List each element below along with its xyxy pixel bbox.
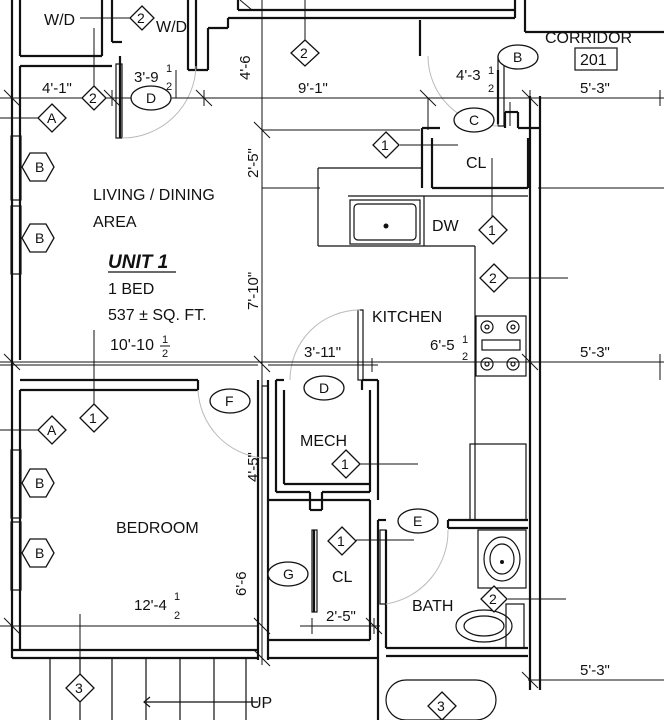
svg-text:2: 2	[137, 10, 145, 26]
dimension-lines	[0, 0, 664, 690]
room-label-wd-left: W/D	[44, 12, 75, 29]
dim-2-5-upper: 2'-5"	[245, 148, 262, 178]
corridor-number: 201	[580, 52, 607, 69]
dim-3-9: 3'-9	[134, 69, 159, 86]
unit-beds: 1 BED	[108, 281, 154, 298]
tag-diamond-kitchen-1: 1	[372, 131, 400, 159]
dim-4-3: 4'-3	[456, 67, 481, 84]
svg-text:E: E	[413, 513, 422, 529]
dim-12-4-num: 1	[174, 591, 180, 603]
tag-hex-b-4: B	[21, 538, 55, 568]
dim-3-11: 3'-11"	[304, 344, 341, 361]
svg-text:1: 1	[488, 222, 496, 238]
tag-diamond-a-lower: A	[37, 415, 67, 445]
tag-diamond-a-upper: A	[37, 103, 67, 133]
tag-door-g: G	[267, 561, 309, 587]
tag-diamond-stove: 2	[479, 263, 509, 293]
tag-door-d-upper: D	[130, 85, 172, 111]
tag-diamond-mech: 1	[331, 449, 361, 479]
svg-text:B: B	[513, 49, 522, 65]
room-label-mech: MECH	[300, 433, 347, 450]
room-label-cl-upper: CL	[466, 155, 487, 172]
tag-diamond-top-1: 2	[81, 85, 107, 111]
dim-12-4: 12'-4	[134, 597, 167, 614]
tag-door-c: C	[453, 107, 495, 133]
tag-hex-b-3: B	[21, 468, 55, 498]
dim-3-9-num: 1	[166, 63, 172, 75]
dim-2-5-lower: 2'-5"	[326, 608, 356, 625]
svg-text:2: 2	[89, 90, 97, 106]
dim-7-10: 7'-10"	[245, 272, 262, 310]
dim-6-5: 6'-5	[430, 337, 455, 354]
svg-text:A: A	[47, 110, 57, 126]
appliance-label-dw: DW	[432, 218, 460, 235]
dim-5-3-mid: 5'-3"	[580, 344, 610, 361]
tag-diamond-tub: 3	[427, 691, 457, 720]
svg-text:2: 2	[300, 45, 308, 61]
tag-door-f: F	[209, 388, 251, 414]
tag-door-b: B	[497, 44, 539, 70]
dim-5-3-top: 5'-3"	[580, 80, 610, 97]
svg-text:A: A	[47, 422, 57, 438]
tag-diamond-top-2: 2	[290, 39, 320, 67]
svg-text:B: B	[35, 159, 44, 175]
dim-9-1: 9'-1"	[298, 80, 328, 97]
dim-4-3-num: 1	[488, 65, 494, 77]
unit-height-frac-den: 2	[162, 348, 168, 360]
tag-diamond-stair: 3	[65, 673, 95, 703]
svg-text:1: 1	[381, 137, 389, 153]
svg-text:D: D	[146, 90, 156, 106]
dim-12-4-den: 2	[174, 610, 180, 622]
svg-text:1: 1	[337, 533, 345, 549]
dim-4-5: 4'-5"	[245, 452, 262, 482]
svg-text:2: 2	[489, 591, 497, 607]
tag-diamond-closet: 1	[327, 526, 357, 556]
svg-text:3: 3	[437, 698, 445, 714]
tag-diamond-wall-1: 1	[79, 403, 109, 433]
room-label-living-area: AREA	[93, 214, 137, 231]
dim-4-1: 4'-1"	[42, 80, 72, 97]
tag-hex-b-1: B	[21, 152, 55, 182]
dim-6-6: 6'-6	[233, 571, 250, 596]
svg-text:B: B	[35, 545, 44, 561]
svg-text:G: G	[283, 566, 294, 582]
dim-5-3-bottom: 5'-3"	[580, 662, 610, 679]
unit-height-frac-num: 1	[162, 334, 168, 346]
dim-6-5-num: 1	[462, 334, 468, 346]
room-label-kitchen: KITCHEN	[372, 309, 442, 326]
unit-area: 537 ± SQ. FT.	[108, 307, 207, 324]
tag-diamond-bath: 2	[480, 585, 508, 613]
tag-diamond-wd: 2	[129, 5, 155, 31]
svg-text:B: B	[35, 475, 44, 491]
svg-text:D: D	[319, 380, 329, 396]
room-label-living: LIVING / DINING	[93, 187, 215, 204]
svg-text:1: 1	[89, 410, 97, 426]
tag-hex-b-2: B	[21, 223, 55, 253]
svg-text:B: B	[35, 230, 44, 246]
unit-title: UNIT 1	[108, 252, 168, 273]
room-label-bedroom: BEDROOM	[116, 520, 199, 537]
svg-text:C: C	[469, 112, 479, 128]
room-label-cl-lower: CL	[332, 569, 353, 586]
dim-4-6: 4'-6	[237, 55, 254, 80]
room-label-corridor: CORRIDOR	[545, 30, 632, 47]
svg-text:1: 1	[341, 456, 349, 472]
svg-text:3: 3	[75, 680, 83, 696]
tag-door-d-mech: D	[303, 375, 345, 401]
stair-label: UP	[250, 695, 272, 712]
svg-text:2: 2	[489, 270, 497, 286]
room-label-wd-right: W/D	[156, 19, 187, 36]
dim-4-3-den: 2	[488, 83, 494, 95]
tag-door-e: E	[397, 508, 439, 534]
svg-text:F: F	[225, 393, 234, 409]
dim-6-5-den: 2	[462, 351, 468, 363]
tag-diamond-dw: 1	[478, 215, 508, 245]
room-label-bath: BATH	[412, 598, 453, 615]
unit-height: 10'-10	[110, 337, 154, 354]
walls	[10, 0, 664, 720]
dim-3-9-den: 2	[166, 81, 172, 93]
